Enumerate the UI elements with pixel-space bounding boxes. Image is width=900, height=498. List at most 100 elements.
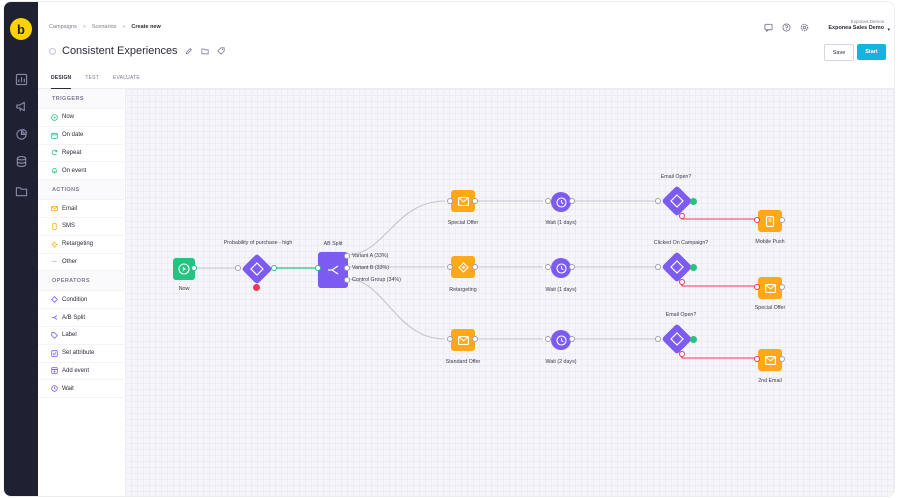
help-icon[interactable] [781,22,791,32]
node-email-open-condition-2[interactable] [658,320,696,358]
node-email-open-condition[interactable] [658,182,696,220]
palette-item-ab-split[interactable]: A/B Split [38,309,124,327]
input-port[interactable] [655,264,661,270]
connector-split-special [346,200,446,256]
chat-icon[interactable] [763,22,773,32]
node-clicked-campaign-condition[interactable] [658,248,696,286]
output-port[interactable] [472,198,478,204]
palette-item-on-event[interactable]: On event [38,162,124,181]
palette-item-sms[interactable]: SMS [38,218,124,236]
input-port[interactable] [545,336,551,342]
clock-icon [555,262,567,274]
node-label: Special Offer [447,220,479,226]
input-port[interactable] [754,217,760,223]
output-port[interactable] [569,336,575,342]
yes-port[interactable] [690,264,697,271]
palette-item-other[interactable]: Other [38,254,124,272]
tag-icon[interactable] [216,46,226,56]
no-port[interactable] [679,279,685,285]
output-port[interactable] [472,336,478,342]
node-wait-1[interactable] [551,192,571,212]
input-port[interactable] [754,284,760,290]
breadcrumb-scenarios[interactable]: Scenarios [91,24,117,30]
page-title[interactable]: Consistent Experiences [62,45,178,57]
palette-item-label-op[interactable]: Label [38,327,124,345]
palette-item-condition[interactable]: Condition [38,291,124,310]
tag-icon [51,332,58,339]
palette-item-retargeting[interactable]: Retargeting [38,236,124,254]
tab-evaluate[interactable]: EVALUATE [112,75,140,81]
output-port[interactable] [472,264,478,270]
yes-port[interactable] [690,198,697,205]
analytics-icon[interactable] [13,126,29,142]
account-switcher[interactable]: Exponea Demos Exponea Sales Demo ▾ [828,19,890,33]
node-label: Standard Offer [445,359,481,365]
output-port[interactable] [779,284,785,290]
output-port[interactable] [779,356,785,362]
node-label: Mobile Push [755,239,785,245]
output-port-a[interactable] [344,253,350,259]
flow-canvas[interactable]: Now Probability of purchase - high AB Sp… [125,89,894,496]
node-now[interactable] [173,258,195,280]
save-button[interactable]: Save [824,44,854,61]
bell-icon [52,168,57,174]
input-port[interactable] [235,265,241,271]
start-button[interactable]: Start [857,44,886,60]
node-special-offer[interactable] [451,190,475,212]
node-special-offer-2[interactable] [758,277,782,299]
database-icon[interactable] [13,153,29,169]
palette-item-now[interactable]: Now [38,109,124,127]
output-port[interactable] [569,198,575,204]
account-name: Exponea Sales Demo [828,24,884,31]
input-port[interactable] [447,336,453,342]
input-port[interactable] [545,198,551,204]
palette-item-label: Now [62,114,75,121]
node-probability-condition[interactable] [238,250,276,288]
input-port[interactable] [545,264,551,270]
dashboard-icon[interactable] [13,71,29,87]
node-ab-split[interactable] [318,252,348,288]
yes-port[interactable] [690,336,697,343]
section-operators: OPERATORS [38,271,124,292]
palette-item-repeat[interactable]: Repeat [38,145,124,163]
node-retargeting[interactable] [451,256,475,278]
output-port[interactable] [779,217,785,223]
input-port[interactable] [655,336,661,342]
output-port[interactable] [569,264,575,270]
palette-item-wait[interactable]: Wait [38,380,124,399]
yes-port[interactable] [271,265,277,271]
tab-test[interactable]: TEST [85,75,99,81]
breadcrumb-separator: » [122,24,126,30]
no-port[interactable] [679,351,685,357]
breadcrumb-campaigns[interactable]: Campaigns [49,24,77,30]
settings-icon[interactable] [799,22,809,32]
megaphone-icon[interactable] [13,98,29,114]
edit-icon[interactable] [184,46,194,56]
palette-item-label: On date [62,132,84,139]
node-wait-3[interactable] [551,330,571,350]
no-port[interactable] [253,284,260,291]
input-port[interactable] [447,198,453,204]
output-port-control[interactable] [344,277,350,283]
folder-icon[interactable] [200,46,210,56]
input-port[interactable] [655,198,661,204]
palette-item-email[interactable]: Email [38,200,124,218]
tab-design[interactable]: DESIGN [51,75,72,89]
input-port[interactable] [315,265,321,271]
node-wait-2[interactable] [551,258,571,278]
folder-icon[interactable] [13,183,29,199]
input-port[interactable] [447,264,453,270]
output-port[interactable] [191,265,197,271]
palette-item-set-attribute[interactable]: Set attribute [38,345,124,363]
phone-icon [52,223,57,230]
node-mobile-push[interactable] [758,210,782,232]
palette-item-add-event[interactable]: Add event [38,363,124,381]
breadcrumb: Campaigns » Scenarios » Create new [49,24,161,30]
no-port[interactable] [679,213,685,219]
node-2nd-email[interactable] [758,349,782,371]
output-port-b[interactable] [344,265,350,271]
node-standard-offer[interactable] [451,329,475,351]
logo[interactable]: b [10,18,32,40]
input-port[interactable] [754,356,760,362]
palette-item-on-date[interactable]: On date [38,127,124,145]
